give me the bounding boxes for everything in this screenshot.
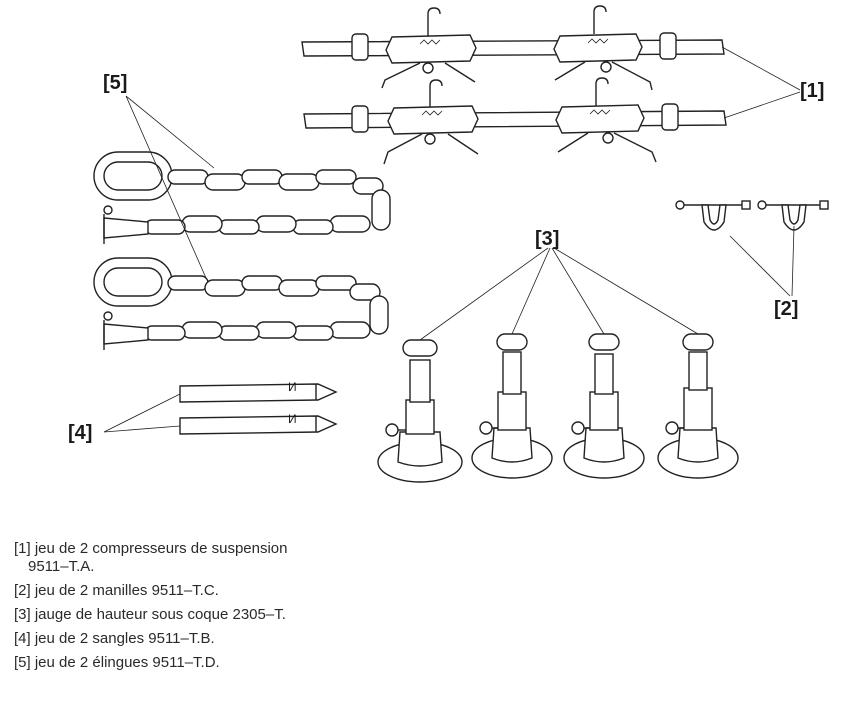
leader-1	[721, 46, 801, 119]
legend-item-1-line1: [1] jeu de 2 compresseurs de suspension	[14, 540, 288, 557]
strap-top	[179, 383, 338, 403]
strap-mark-bottom: И	[288, 412, 297, 426]
sling-bottom	[93, 257, 389, 350]
strap-bottom	[179, 415, 338, 435]
legend-item-1-line2: 9511–T.A.	[28, 558, 95, 575]
height-gauge-2	[471, 333, 553, 479]
shackle-left	[675, 200, 751, 231]
shackle-right	[757, 200, 829, 231]
callout-3: [3]	[535, 228, 560, 250]
legend: [1] jeu de 2 compresseurs de suspension …	[14, 540, 574, 678]
callout-1: [1]	[800, 80, 825, 102]
height-gauge-4	[657, 333, 739, 479]
legend-item-2: [2] jeu de 2 manilles 9511–T.C.	[14, 582, 574, 600]
legend-item-3-line1: [3] jauge de hauteur sous coque 2305–T.	[14, 606, 286, 623]
legend-item-4-line1: [4] jeu de 2 sangles 9511–T.B.	[14, 630, 215, 647]
callout-5: [5]	[103, 72, 128, 94]
legend-item-4: [4] jeu de 2 sangles 9511–T.B.	[14, 630, 574, 648]
suspension-compressor-bottom	[303, 77, 727, 165]
height-gauge-3	[563, 333, 645, 479]
legend-item-1: [1] jeu de 2 compresseurs de suspension …	[14, 540, 574, 576]
legend-item-5: [5] jeu de 2 élingues 9511–T.D.	[14, 654, 574, 672]
callout-4: [4]	[68, 422, 93, 444]
legend-item-3: [3] jauge de hauteur sous coque 2305–T.	[14, 606, 574, 624]
leader-3	[419, 247, 699, 341]
legend-item-2-line1: [2] jeu de 2 manilles 9511–T.C.	[14, 582, 219, 599]
height-gauge-1	[377, 339, 463, 483]
suspension-compressor-top	[301, 5, 725, 91]
leader-2	[729, 225, 795, 297]
leader-5	[125, 95, 215, 279]
strap-mark-top: И	[288, 380, 297, 394]
callout-2: [2]	[774, 298, 799, 320]
leader-4	[103, 393, 181, 433]
sling-top	[93, 151, 391, 244]
legend-item-5-line1: [5] jeu de 2 élingues 9511–T.D.	[14, 654, 220, 671]
tools-illustration	[93, 5, 829, 483]
